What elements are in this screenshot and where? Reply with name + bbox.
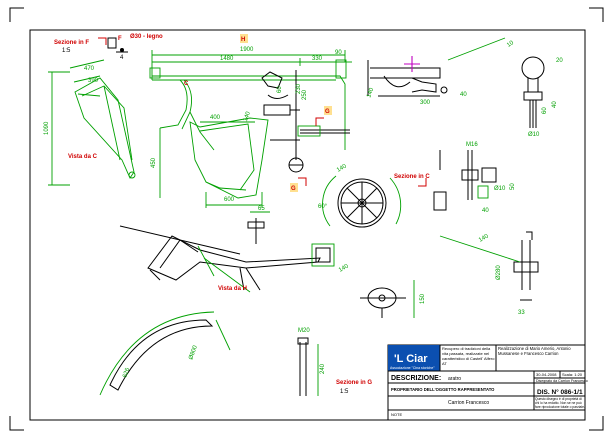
logo-text: 'L Ciar bbox=[394, 353, 428, 365]
dim-50: 50 bbox=[510, 183, 516, 190]
dim-800: Ø800 bbox=[188, 344, 199, 360]
dim-150: 150 bbox=[420, 293, 426, 304]
dim-300: 300 bbox=[420, 100, 431, 106]
project-desc: Recupero di tradizioni della vita passat… bbox=[442, 346, 495, 366]
drawn-by: Disegnato da Carrion Francesco bbox=[536, 379, 588, 383]
dim-33: 33 bbox=[518, 310, 525, 316]
cube-part bbox=[311, 243, 335, 267]
authors: Realizzazione di Mario Amerio, Antonio M… bbox=[498, 346, 571, 356]
h-mark: H bbox=[241, 37, 245, 43]
dim-1090: 1090 bbox=[44, 121, 50, 135]
drawing-number: DIS. N° 086-1/1 bbox=[537, 388, 583, 396]
wood-label: Ø30 - legno bbox=[130, 34, 163, 40]
project-desc-box: Recupero di tradizioni della vita passat… bbox=[442, 346, 495, 366]
m20-label: M20 bbox=[298, 328, 310, 334]
logo-subtext: Associazione "Cina storiche" bbox=[390, 366, 435, 370]
dim-40: 40 bbox=[460, 92, 467, 98]
pin-65 bbox=[247, 211, 270, 244]
g-mark-1: G bbox=[325, 109, 330, 115]
owner-value: Carrion Francesco bbox=[448, 400, 489, 406]
vista-h-view bbox=[119, 225, 321, 293]
authors-box: Realizzazione di Mario Amerio, Antonio M… bbox=[498, 346, 571, 356]
dim-65: 65 bbox=[258, 206, 265, 212]
dim-60a: 60 bbox=[277, 86, 283, 93]
spoked-wheel bbox=[322, 175, 402, 228]
dim-600: 600 bbox=[224, 197, 235, 203]
vista-c-view bbox=[69, 59, 136, 179]
dim-140e: 140 bbox=[338, 263, 350, 274]
dim-626: 626 bbox=[122, 367, 131, 379]
note-label: NOTE bbox=[391, 412, 402, 417]
dim-250: 250 bbox=[302, 89, 308, 100]
dim-60-angle: 60° bbox=[318, 204, 328, 210]
section-c-label: Sezione in C bbox=[394, 174, 430, 180]
g-marker-bg-1 bbox=[324, 106, 332, 115]
notes-text: Questo disegno è di proprietà di chi lo … bbox=[535, 397, 585, 409]
h-marker-bg bbox=[240, 34, 248, 43]
dim-470: 470 bbox=[84, 66, 95, 72]
dim-60b: 60 bbox=[542, 107, 548, 114]
dim-10c: Ø10 bbox=[494, 186, 506, 192]
c-mark: C bbox=[184, 81, 189, 87]
dim-10b: Ø10 bbox=[528, 132, 540, 138]
dim-140d: 140 bbox=[478, 233, 490, 244]
dim-330: 330 bbox=[312, 56, 323, 62]
arc-blade bbox=[99, 311, 231, 396]
dim-140a: 140 bbox=[243, 110, 252, 122]
g-marker-bg-2 bbox=[290, 183, 298, 192]
dim-90: 90 bbox=[335, 50, 342, 56]
g-mark-2: G bbox=[291, 186, 296, 192]
notes-box: Questo disegno è di proprietà di chi lo … bbox=[535, 397, 585, 409]
main-dimensions bbox=[48, 50, 352, 208]
logo-box bbox=[388, 345, 440, 371]
dim-390: 390 bbox=[88, 78, 99, 84]
dim-230: 230 bbox=[296, 83, 302, 94]
section-f-label: Sezione in F bbox=[54, 40, 89, 46]
drawing-scale: Scala: 1:20 bbox=[562, 372, 583, 377]
dim-4: 4 bbox=[120, 55, 124, 61]
dim-140c: 140 bbox=[336, 163, 348, 174]
dim-140b: 140 bbox=[366, 87, 375, 99]
section-g-label: Sezione in G bbox=[336, 380, 372, 386]
title-block bbox=[387, 344, 586, 421]
dim-280: Ø280 bbox=[496, 265, 502, 280]
section-g-scale: 1:5 bbox=[340, 389, 349, 395]
dim-1480: 1480 bbox=[220, 56, 234, 62]
descrizione-value: aratro bbox=[448, 376, 461, 382]
owner-label: PROPRIETARIO DELL'OGGETTO RAPPRESENTATO bbox=[391, 387, 495, 392]
dim-40b: 40 bbox=[552, 101, 558, 108]
plough-beam bbox=[149, 59, 347, 199]
section-c-view bbox=[433, 150, 497, 211]
dim-240: 240 bbox=[320, 363, 326, 374]
frame-corner-marks bbox=[9, 7, 604, 431]
section-g-view bbox=[297, 337, 319, 396]
ball-knob bbox=[521, 56, 545, 128]
descrizione-label: DESCRIZIONE: bbox=[391, 375, 441, 382]
dim-40c: 40 bbox=[482, 208, 489, 214]
hook-assembly bbox=[367, 56, 448, 97]
drawing-border bbox=[29, 29, 586, 421]
dim-1900: 1900 bbox=[240, 47, 254, 53]
pulley-150 bbox=[360, 280, 415, 318]
dim-400: 400 bbox=[210, 115, 221, 121]
drawing-date: 30-04-2008 bbox=[536, 372, 557, 377]
section-f-scale: 1:5 bbox=[62, 48, 71, 54]
dim-10: 10 bbox=[506, 40, 515, 49]
central-mechanism bbox=[261, 70, 350, 173]
vertical-bolt bbox=[513, 231, 539, 301]
vista-c-label: Vista da C bbox=[68, 154, 98, 160]
section-f-mark: F bbox=[118, 36, 122, 42]
dim-20: 20 bbox=[556, 58, 563, 64]
dim-450: 450 bbox=[151, 157, 157, 168]
m16-label: M16 bbox=[466, 142, 478, 148]
vista-h-label: Vista da H bbox=[218, 286, 247, 292]
